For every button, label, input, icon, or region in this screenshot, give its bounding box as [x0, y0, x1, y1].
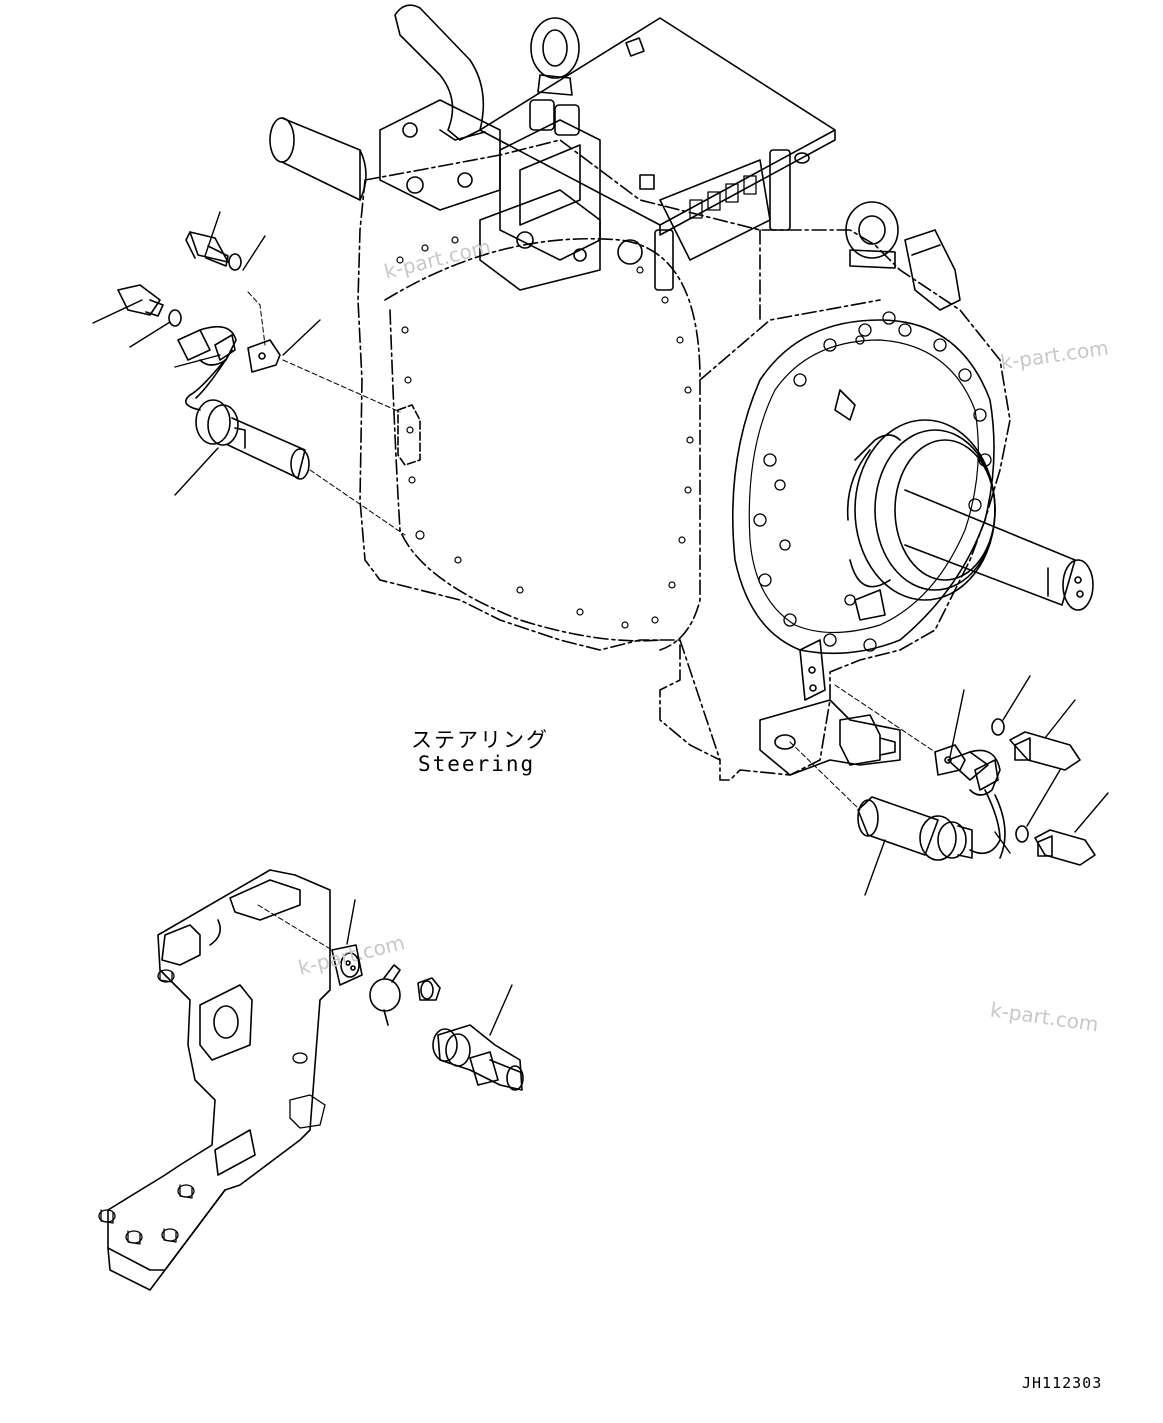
- valve-body: [380, 100, 642, 290]
- side-connector: [905, 230, 960, 310]
- leader-lines: [93, 212, 1108, 1035]
- top-pipe: [395, 5, 485, 140]
- projection-lines: [248, 292, 935, 950]
- sensor-left-assembly: [118, 232, 309, 479]
- transmission-housing: [358, 140, 1010, 780]
- output-shaft: [905, 490, 1093, 610]
- lifting-eye-right: [846, 202, 898, 268]
- mounting-bracket: [99, 870, 330, 1290]
- section-label-en: Steering: [418, 752, 536, 776]
- speed-sensor-parts: [332, 945, 523, 1090]
- control-valve-plate: [480, 18, 835, 290]
- output-coupling: [848, 420, 995, 600]
- drawing-code: JH112303: [1022, 1374, 1103, 1392]
- left-pipe-stub: [270, 118, 366, 200]
- output-flange: [733, 312, 994, 653]
- section-label-jp: ステアリング: [411, 728, 549, 752]
- lifting-eye-top: [531, 18, 579, 95]
- housing-lower-bracket: [760, 640, 900, 775]
